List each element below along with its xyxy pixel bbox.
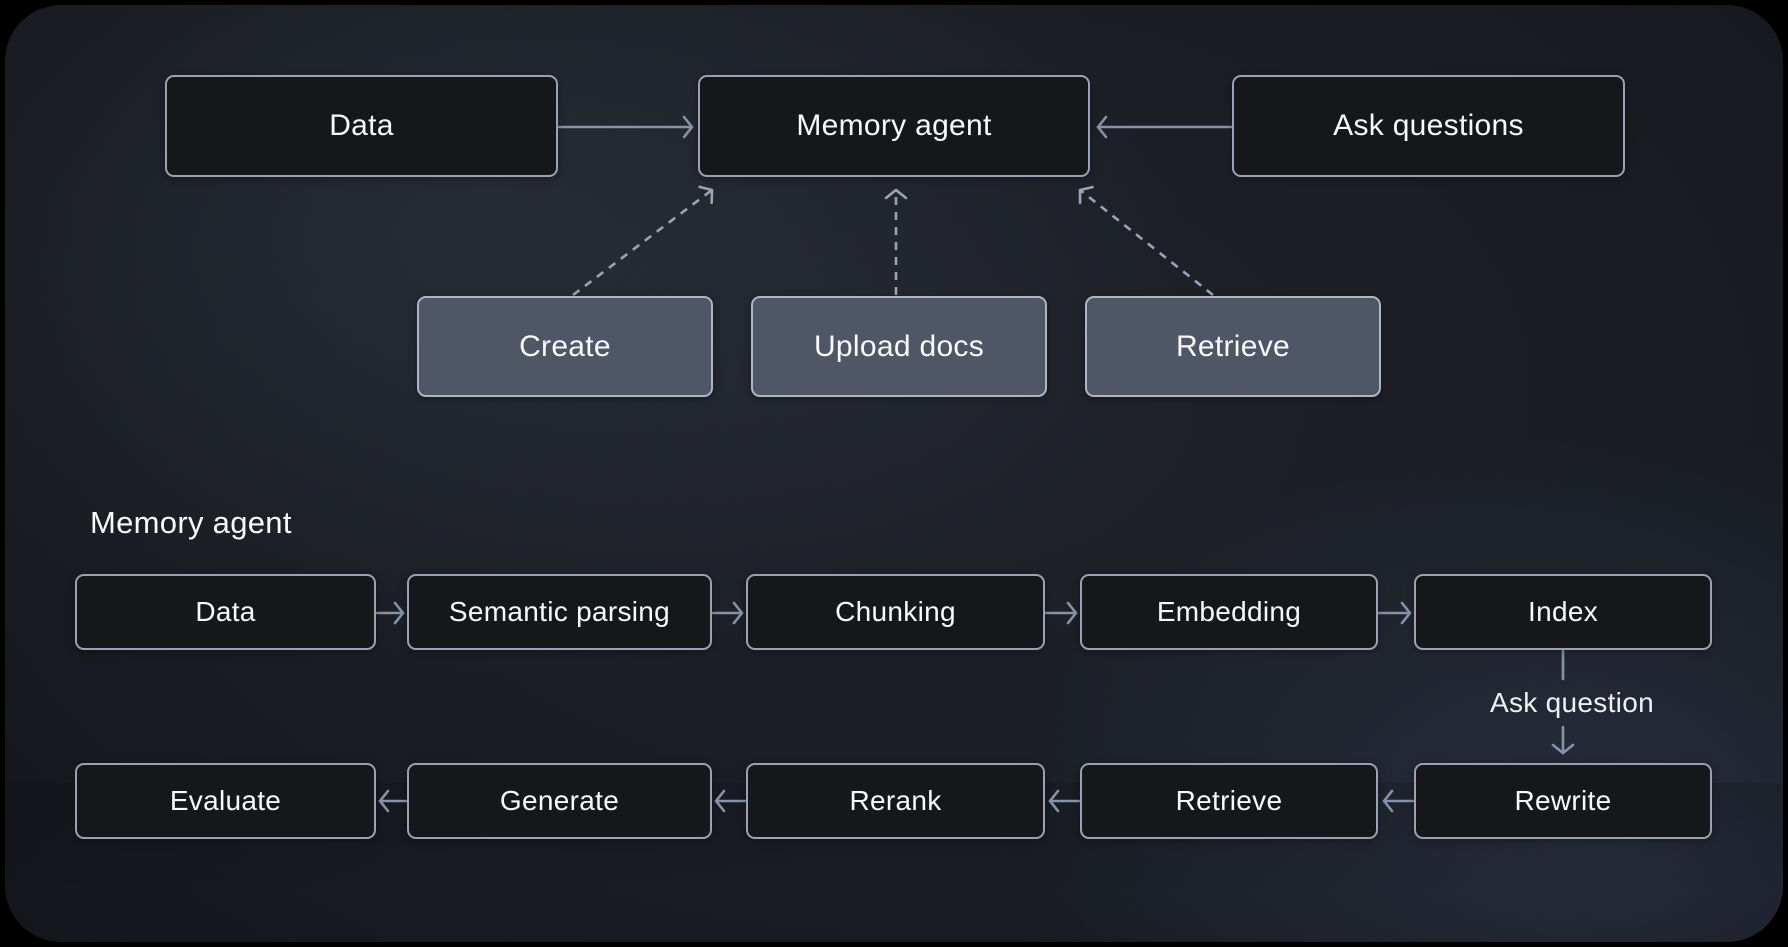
node-create: Create [417,296,713,397]
node-index: Index [1414,574,1712,650]
node-rerank: Rerank [746,763,1045,839]
node-rewrite: Rewrite [1414,763,1712,839]
node-upload-docs: Upload docs [751,296,1047,397]
node-embedding: Embedding [1080,574,1378,650]
node-chunking: Chunking [746,574,1045,650]
node-retrieve-action: Retrieve [1085,296,1381,397]
node-retrieve-step: Retrieve [1080,763,1378,839]
node-data-source: Data [165,75,558,177]
edge-label-ask-question: Ask question [1490,687,1654,718]
node-memory-agent: Memory agent [698,75,1090,177]
node-generate: Generate [407,763,712,839]
node-pipeline-data: Data [75,574,376,650]
node-evaluate: Evaluate [75,763,376,839]
section-heading-memory-agent: Memory agent [90,505,292,540]
edge-create-to-memory-agent [572,185,714,297]
edge-retrieve-to-memory-agent [1078,185,1214,297]
node-semantic-parsing: Semantic parsing [407,574,712,650]
node-ask-questions: Ask questions [1232,75,1625,177]
